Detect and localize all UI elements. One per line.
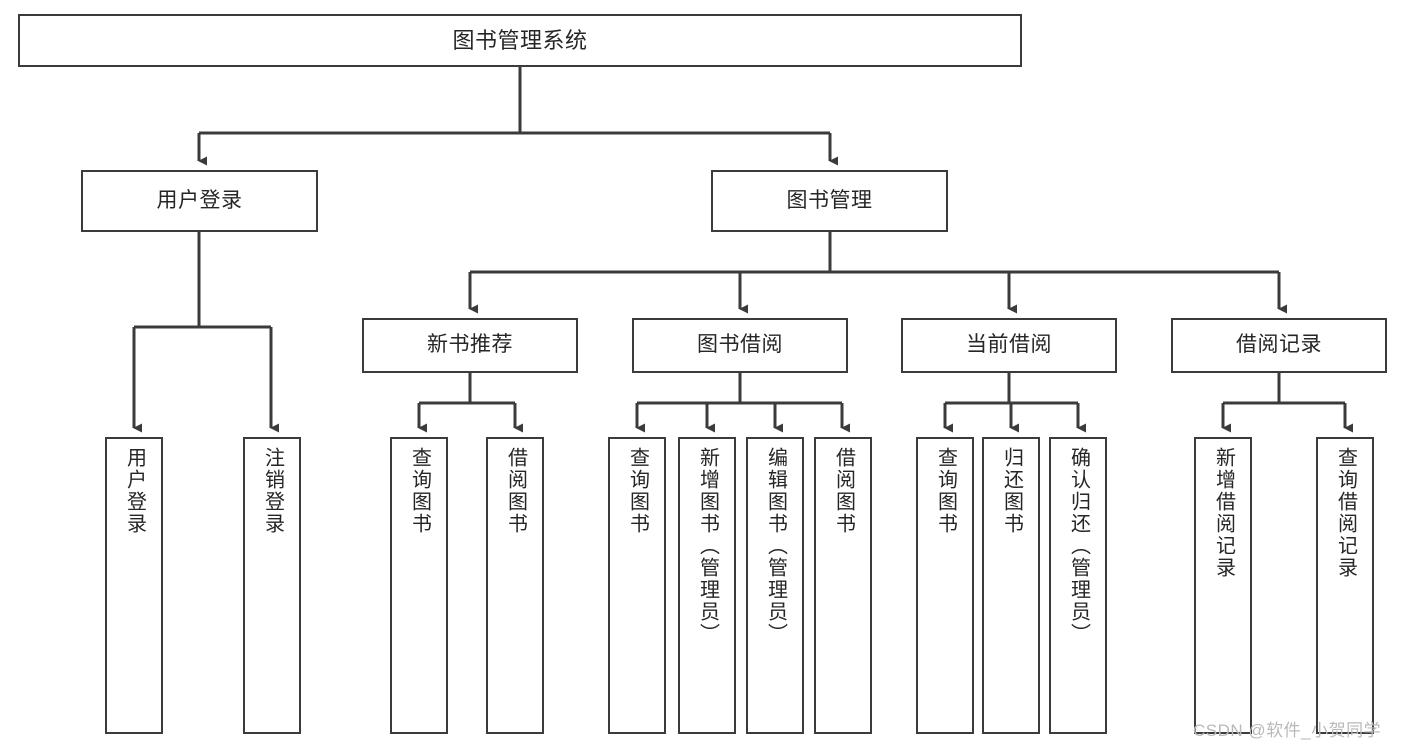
- leaf-book-borrow-add-book-admin[interactable]: 新增图书（管理员）: [678, 437, 736, 734]
- node-label: 新书推荐: [427, 333, 513, 357]
- node-label: 归还图书: [1000, 447, 1023, 535]
- node-borrowing-record[interactable]: 借阅记录: [1171, 318, 1387, 373]
- node-label: 查询图书: [626, 447, 649, 535]
- leaf-borrow-record-query-record[interactable]: 查询借阅记录: [1316, 437, 1374, 734]
- node-label: 图书管理: [786, 188, 873, 212]
- node-new-book-recommendation[interactable]: 新书推荐: [362, 318, 578, 373]
- leaf-current-borrow-return-books[interactable]: 归还图书: [982, 437, 1040, 734]
- leaf-current-borrow-confirm-return-admin[interactable]: 确认归还（管理员）: [1049, 437, 1107, 734]
- node-book-borrowing[interactable]: 图书借阅: [632, 318, 848, 373]
- leaf-current-borrow-query-books[interactable]: 查询图书: [916, 437, 974, 734]
- node-label: 新增图书（管理员）: [696, 447, 719, 645]
- node-label: 确认归还（管理员）: [1067, 447, 1090, 645]
- node-label: 查询借阅记录: [1334, 447, 1357, 579]
- node-label: 借阅图书: [504, 447, 527, 535]
- watermark-credit: CSDN @软件_小贺同学: [1193, 721, 1382, 740]
- node-label: 图书管理系统: [452, 27, 588, 53]
- node-root-book-management-system[interactable]: 图书管理系统: [18, 14, 1022, 67]
- node-book-management[interactable]: 图书管理: [711, 170, 948, 232]
- leaf-new-book-query-books[interactable]: 查询图书: [390, 437, 448, 734]
- node-label: 借阅记录: [1236, 333, 1322, 357]
- node-label: 查询图书: [934, 447, 957, 535]
- leaf-user-login-signin[interactable]: 用户登录: [105, 437, 163, 734]
- node-label: 用户登录: [156, 188, 243, 212]
- node-label: 编辑图书（管理员）: [764, 447, 787, 645]
- node-label: 查询图书: [408, 447, 431, 535]
- leaf-book-borrow-query-books[interactable]: 查询图书: [608, 437, 666, 734]
- node-current-borrowing[interactable]: 当前借阅: [901, 318, 1117, 373]
- leaf-borrow-record-add-record[interactable]: 新增借阅记录: [1194, 437, 1252, 734]
- node-label: 当前借阅: [966, 333, 1052, 357]
- leaf-new-book-borrow-books[interactable]: 借阅图书: [486, 437, 544, 734]
- node-label: 注销登录: [261, 447, 284, 535]
- leaf-user-login-signout[interactable]: 注销登录: [243, 437, 301, 734]
- leaf-book-borrow-borrow-books[interactable]: 借阅图书: [814, 437, 872, 734]
- node-user-login[interactable]: 用户登录: [81, 170, 318, 232]
- node-label: 图书借阅: [697, 333, 783, 357]
- node-label: 新增借阅记录: [1212, 447, 1235, 579]
- leaf-book-borrow-edit-book-admin[interactable]: 编辑图书（管理员）: [746, 437, 804, 734]
- node-label: 借阅图书: [832, 447, 855, 535]
- node-label: 用户登录: [123, 447, 146, 535]
